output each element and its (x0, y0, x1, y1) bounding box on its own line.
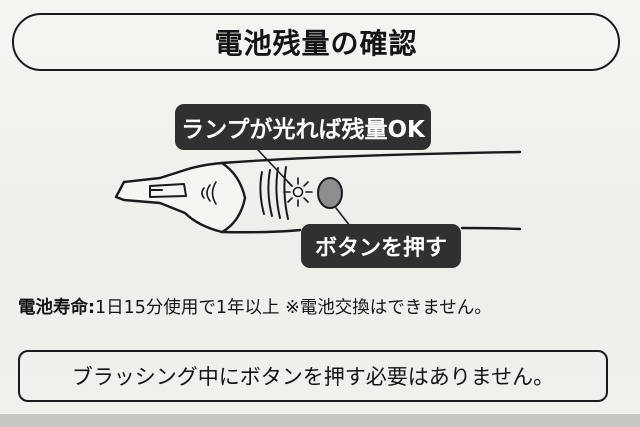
check-button (317, 177, 343, 209)
lamp-leader-line (257, 149, 293, 187)
grip-rib-1 (259, 171, 265, 215)
battery-life-label: 電池寿命: (18, 298, 95, 318)
lamp-callout: ランプが光れば残量OK (175, 104, 431, 150)
battery-life-line: 電池寿命:1日15分使用で1年以上 ※電池交換はできません。 (18, 294, 624, 319)
toothbrush-handle-top-edge (220, 150, 522, 165)
grip-rib-3 (275, 167, 281, 219)
toothbrush-cap-outline (114, 161, 247, 234)
battery-life-text: 1日15分使用で1年以上 ※電池交換はできません。 (95, 298, 492, 318)
grip-rib-4 (283, 166, 289, 220)
bottom-edge-strip (0, 414, 640, 427)
note-box: ブラッシング中にボタンを押す必要はありません。 (18, 350, 608, 402)
brushing-note: ブラッシング中にボタンを押す必要はありません。 (71, 365, 555, 389)
lamp-icon (292, 186, 304, 198)
grip-rib-2 (267, 169, 273, 217)
toothbrush-handle-bottom-edge-right (460, 226, 522, 231)
button-leader-line (335, 207, 351, 227)
vent-arc-2 (206, 184, 211, 202)
vent-arc-1 (201, 187, 205, 199)
button-callout: ボタンを押す (301, 224, 461, 268)
title-box: 電池残量の確認 (12, 13, 620, 71)
toothbrush-shaft (149, 183, 187, 198)
page-title: 電池残量の確認 (214, 27, 418, 60)
toothbrush-handle-bottom-edge (220, 228, 302, 234)
vent-arc-3 (211, 181, 217, 205)
